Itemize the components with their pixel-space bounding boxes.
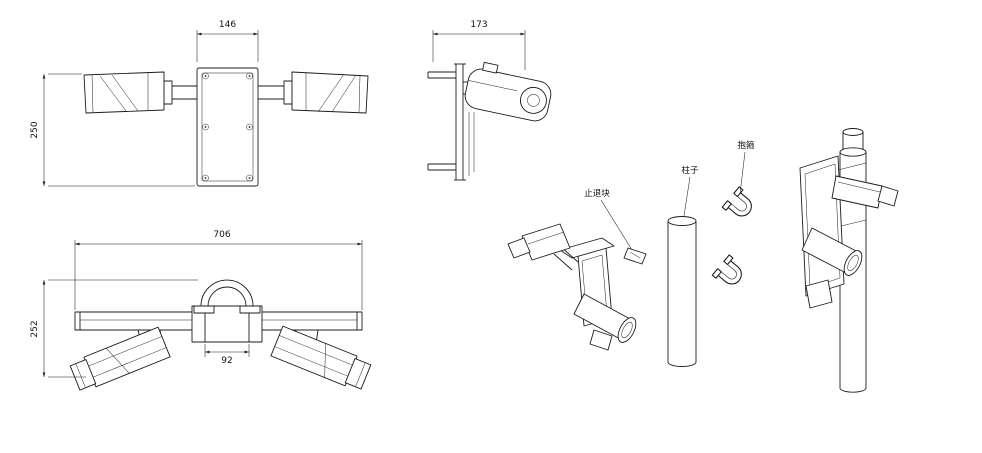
dimension-value: 146 — [219, 20, 236, 30]
side-view-camera — [464, 61, 552, 122]
top-view-depth-dimension: 250 — [30, 73, 195, 187]
top-view-left-camera — [83, 71, 197, 114]
part-label-pole: 柱子 — [681, 165, 699, 176]
iso-left-camera-assembly — [507, 223, 637, 351]
leader-line — [739, 151, 746, 195]
side-view-depth-dimension: 173 — [432, 20, 526, 70]
front-view-right-camera — [270, 325, 372, 390]
iso-clamp-2 — [711, 254, 742, 285]
iso-pole — [667, 216, 697, 367]
front-view-height-dimension: 252 — [30, 279, 198, 378]
top-view: 146 250 — [30, 20, 369, 187]
leader-line — [600, 199, 633, 251]
iso-right-camera-assembly — [799, 128, 899, 393]
part-label-stop-block: 止退块 — [584, 188, 610, 199]
iso-label-stop-block: 止退块 — [584, 188, 633, 251]
side-view: 173 — [427, 20, 552, 181]
front-view-left-camera — [69, 326, 171, 391]
dimension-value: 252 — [30, 320, 40, 337]
top-view-junction-box — [196, 67, 259, 187]
top-view-width-dimension: 146 — [196, 20, 259, 62]
top-view-right-camera — [258, 71, 369, 114]
dimension-value: 92 — [221, 356, 232, 366]
iso-label-clamp: 抱箍 — [737, 140, 755, 195]
isometric-view: 止退块 柱子 抱箍 — [507, 128, 899, 393]
front-view-center-spacing-dimension: 92 — [204, 344, 250, 366]
dimension-value: 173 — [470, 20, 487, 30]
front-view: 706 252 92 — [30, 230, 372, 391]
iso-stop-block-part — [623, 247, 647, 265]
dimension-value: 250 — [30, 121, 40, 138]
u-bolt-clamp — [193, 279, 261, 314]
iso-clamp-1 — [721, 186, 752, 217]
screw-icon — [202, 72, 253, 182]
side-view-mount-plate — [427, 63, 478, 181]
part-label-clamp: 抱箍 — [737, 140, 755, 151]
iso-label-pole: 柱子 — [681, 165, 699, 217]
front-view-width-dimension: 706 — [74, 230, 363, 310]
dimension-value: 706 — [213, 230, 230, 240]
leader-line — [683, 176, 691, 217]
